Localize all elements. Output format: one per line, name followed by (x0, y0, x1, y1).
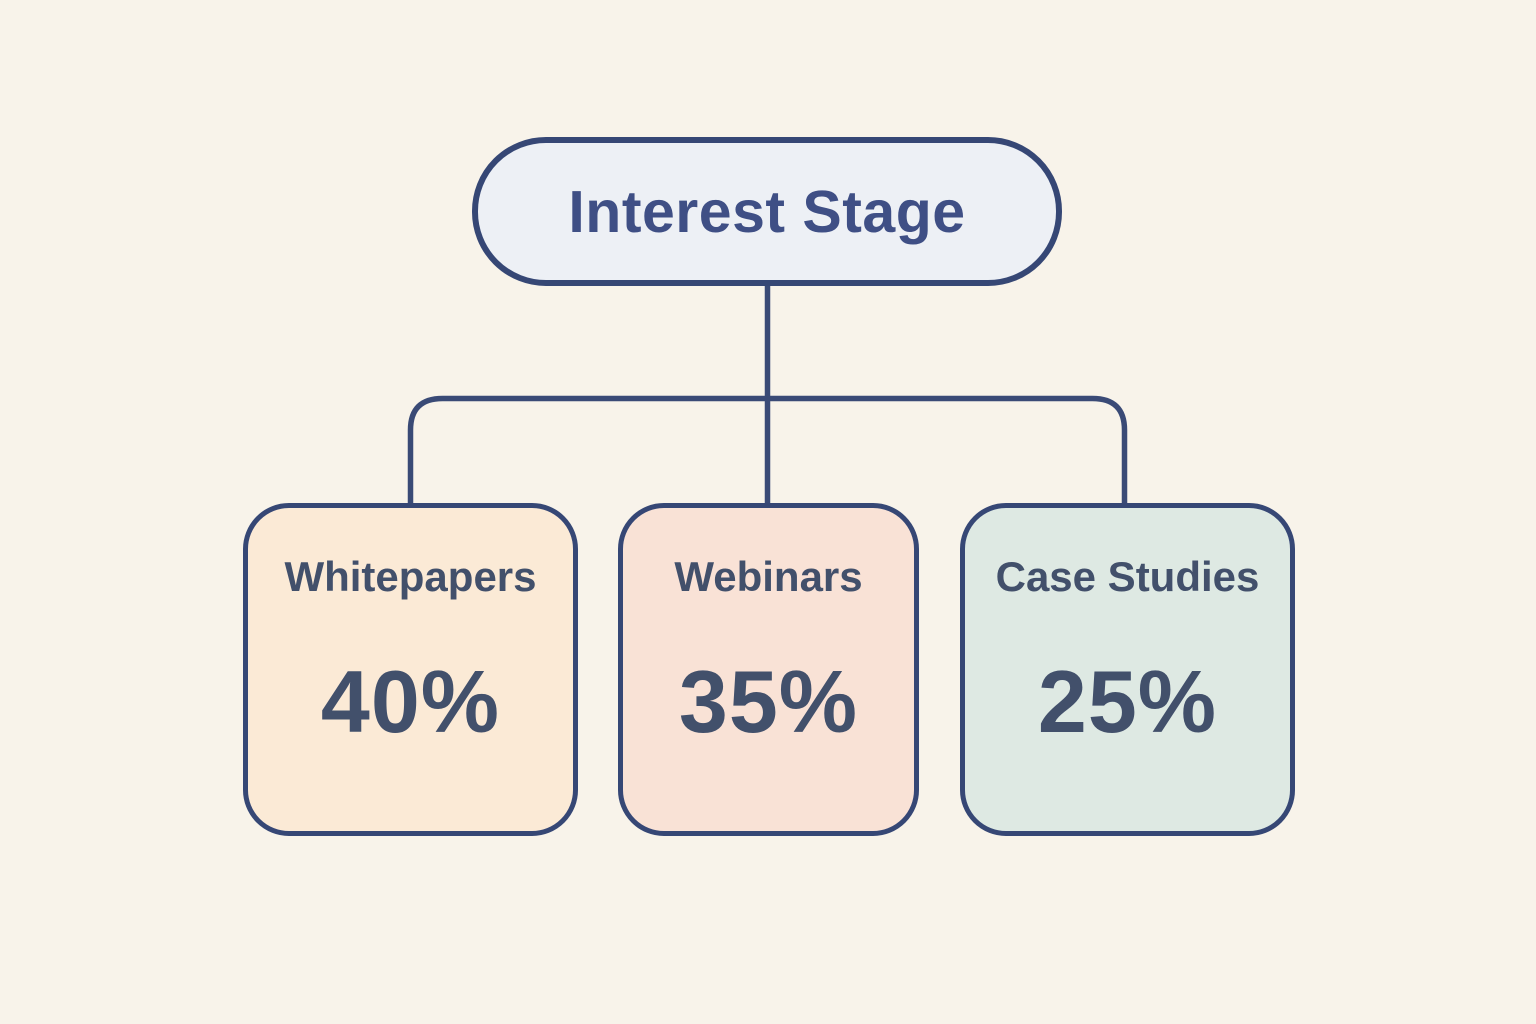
root-node-label: Interest Stage (568, 178, 966, 245)
connector-branch-rail (407, 395, 1128, 505)
node-webinars: Webinars 35% (618, 503, 919, 836)
node-whitepapers: Whitepapers 40% (243, 503, 578, 836)
node-value: 25% (1037, 652, 1218, 751)
node-label: Case Studies (995, 553, 1260, 600)
node-case-studies: Case Studies 25% (960, 503, 1295, 836)
node-interest-stage: Interest Stage (472, 137, 1062, 286)
node-value: 40% (320, 652, 501, 751)
node-label: Whitepapers (284, 553, 537, 600)
node-value: 35% (678, 652, 859, 751)
node-label: Webinars (674, 553, 863, 600)
